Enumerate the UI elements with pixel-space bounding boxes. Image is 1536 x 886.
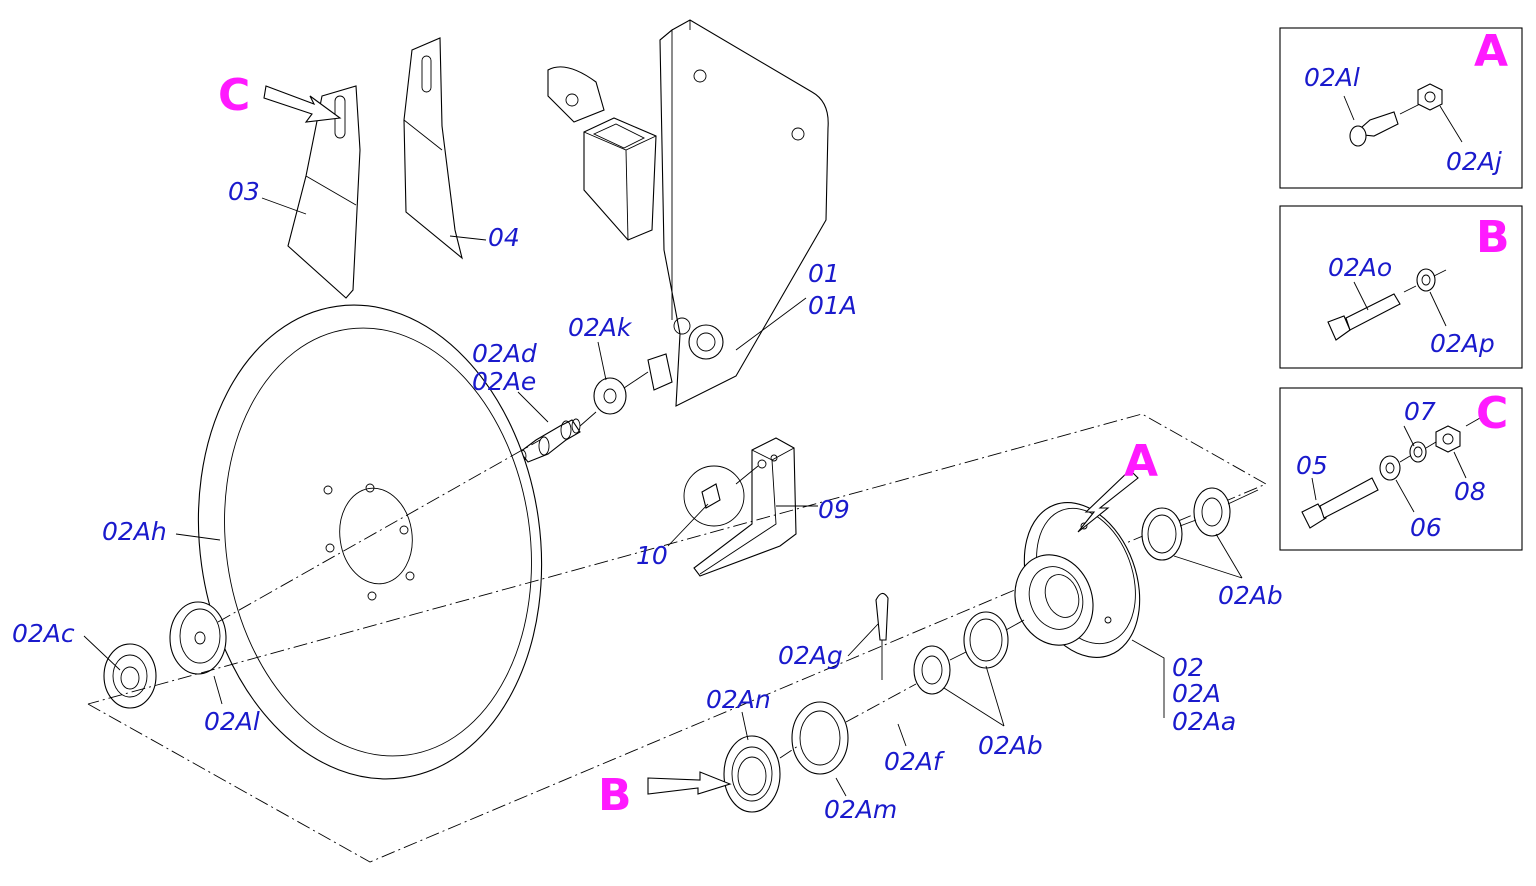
bearing-02Ab-upper [1193, 487, 1231, 537]
view-letter-c-inset: C [1476, 388, 1508, 439]
label-02Ad: 02Ad [472, 339, 537, 368]
label-02A: 02A [1172, 679, 1221, 708]
dust-cap-02An [723, 735, 781, 813]
label-10: 10 [636, 541, 668, 570]
label-02Al: 02Al [204, 707, 260, 736]
frame-bracket-01 [547, 19, 829, 407]
view-letter-a-main: A [1124, 436, 1158, 487]
inset-a-label-02Aj: 02Aj [1446, 147, 1502, 176]
view-letter-b-main: B [598, 770, 632, 821]
view-letter-a-inset: A [1474, 26, 1508, 77]
inset-b-label-02Ap: 02Ap [1430, 329, 1495, 358]
label-02An: 02An [706, 685, 771, 714]
leader-lines [83, 197, 1243, 797]
bracket-09 [693, 437, 797, 577]
seal-02Ac [103, 643, 157, 709]
inset-c-label-06: 06 [1410, 513, 1442, 542]
label-02: 02 [1172, 653, 1204, 682]
label-01: 01 [808, 259, 840, 288]
disc-blade-02Ah [197, 304, 543, 780]
view-letter-c-main: C [218, 70, 250, 121]
label-03: 03 [228, 177, 260, 206]
label-02Ab-lower: 02Ab [978, 731, 1043, 760]
view-c-arrow [263, 85, 342, 123]
gasket-02Am [791, 701, 849, 775]
label-02Ah: 02Ah [102, 517, 167, 546]
label-02Ak: 02Ak [568, 313, 633, 342]
inset-view-b [1279, 205, 1523, 369]
cotter-pin-02Ag [875, 592, 889, 680]
scraper-plate-03 [287, 85, 361, 299]
inset-c-label-08: 08 [1454, 477, 1486, 506]
inset-a-label-02Al: 02Al [1304, 63, 1360, 92]
axle-pin-02Ad [517, 418, 581, 463]
hub-02 [1014, 502, 1141, 658]
bearing-02Ab-lower [913, 645, 951, 695]
view-a-arrow [1077, 469, 1139, 533]
label-09: 09 [818, 495, 850, 524]
label-02Af: 02Af [884, 747, 945, 776]
label-02Aa: 02Aa [1172, 707, 1236, 736]
inset-b-label-02Ao: 02Ao [1328, 253, 1392, 282]
label-01A: 01A [808, 291, 857, 320]
label-02Ac: 02Ac [12, 619, 75, 648]
washer-02Al [169, 601, 227, 675]
label-02Ab-upper: 02Ab [1218, 581, 1283, 610]
label-04: 04 [488, 223, 520, 252]
inset-c-label-05: 05 [1296, 451, 1328, 480]
view-b-arrow [647, 771, 732, 795]
race-02Ab-lower [963, 611, 1009, 669]
inset-view-a [1279, 27, 1523, 189]
view-letter-b-inset: B [1476, 212, 1510, 263]
washer-02Ak [593, 377, 627, 415]
pin-10 [683, 465, 759, 527]
scraper-plate-04 [403, 37, 463, 260]
label-02Am: 02Am [824, 795, 897, 824]
inset-c-label-07: 07 [1404, 397, 1436, 426]
race-02Ab-upper [1141, 507, 1183, 561]
label-02Ae: 02Ae [472, 367, 536, 396]
inset-view-c [1279, 387, 1523, 551]
label-02Ag: 02Ag [778, 641, 843, 670]
